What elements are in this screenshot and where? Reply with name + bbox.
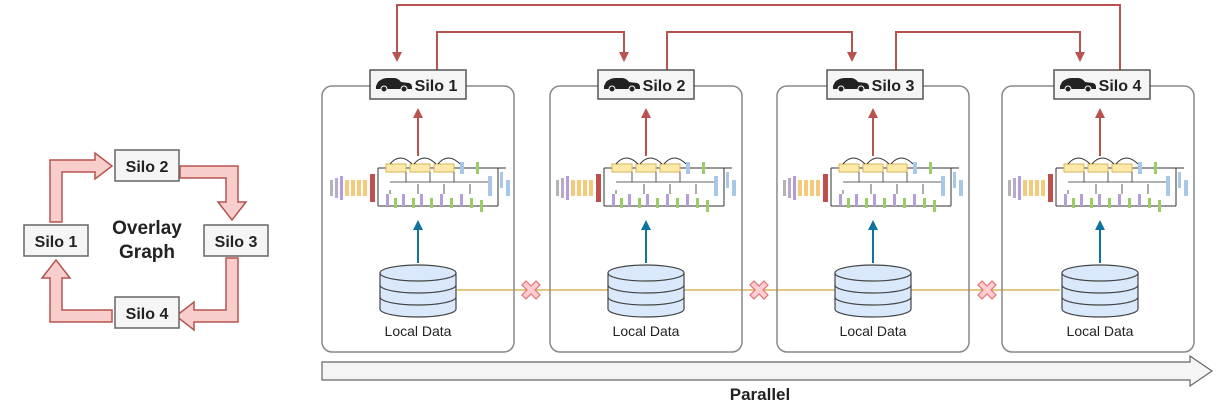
parallel-arrow: Parallel xyxy=(321,354,1214,404)
overlay-node-silo-3-label: Silo 3 xyxy=(215,234,258,251)
parallel-label: Parallel xyxy=(730,385,791,404)
silo-4-label: Silo 4 xyxy=(1099,78,1142,95)
ring-arrow-2-to-3 xyxy=(666,31,857,71)
overlay-graph-title-line1: Overlay xyxy=(112,218,182,239)
overlay-node-silo-1-label: Silo 1 xyxy=(35,234,78,251)
silo-3-local-data-label: Local Data xyxy=(840,323,907,339)
overlay-node-silo-4-label: Silo 4 xyxy=(126,306,169,323)
silo-2-header xyxy=(597,69,695,100)
overlay-arrow-4-to-1 xyxy=(40,258,113,323)
neural-network-icon xyxy=(782,157,964,213)
neural-network-icon xyxy=(555,157,737,213)
data-isolation-line xyxy=(457,280,1060,300)
overlay-arrow-1-to-2 xyxy=(49,151,114,223)
ring-arrow-4-to-1 xyxy=(392,4,1121,71)
silo-panel-4: Silo 4 Local Data xyxy=(1001,69,1195,353)
overlay-arrow-2-to-3 xyxy=(179,165,248,222)
silo-panel-2: Silo 2 Local Data xyxy=(549,69,743,353)
database-icon xyxy=(379,264,457,318)
silo-panel-1: Silo 1 Local Data xyxy=(321,69,515,353)
database-icon xyxy=(607,264,685,318)
database-icon xyxy=(1061,264,1139,318)
silo-communication-arrows xyxy=(392,4,1121,71)
overlay-graph: Silo 2 Silo 1 Silo 3 Silo 4 Overlay Grap… xyxy=(23,149,269,332)
neural-network-icon xyxy=(1007,157,1189,213)
overlay-node-silo-3 xyxy=(203,224,269,257)
silo-4-local-data-label: Local Data xyxy=(1067,323,1134,339)
silo-1-label: Silo 1 xyxy=(415,78,458,95)
ring-arrow-3-to-4 xyxy=(895,31,1085,71)
overlay-node-silo-4 xyxy=(114,296,180,329)
database-icon xyxy=(834,264,912,318)
silo-1-local-data-label: Local Data xyxy=(385,323,452,339)
overlay-node-silo-2 xyxy=(114,149,180,182)
overlay-node-silo-1 xyxy=(23,224,89,257)
silo-panel-3: Silo 3 Local Data xyxy=(776,69,970,353)
silo-2-local-data-label: Local Data xyxy=(613,323,680,339)
overlay-arrow-3-to-4 xyxy=(174,257,239,332)
silo-2-label: Silo 2 xyxy=(643,78,686,95)
ring-arrow-1-to-2 xyxy=(436,31,629,71)
silo-3-label: Silo 3 xyxy=(872,78,915,95)
overlay-node-silo-2-label: Silo 2 xyxy=(126,159,169,176)
neural-network-icon xyxy=(329,157,511,213)
overlay-graph-title-line2: Graph xyxy=(119,242,175,263)
